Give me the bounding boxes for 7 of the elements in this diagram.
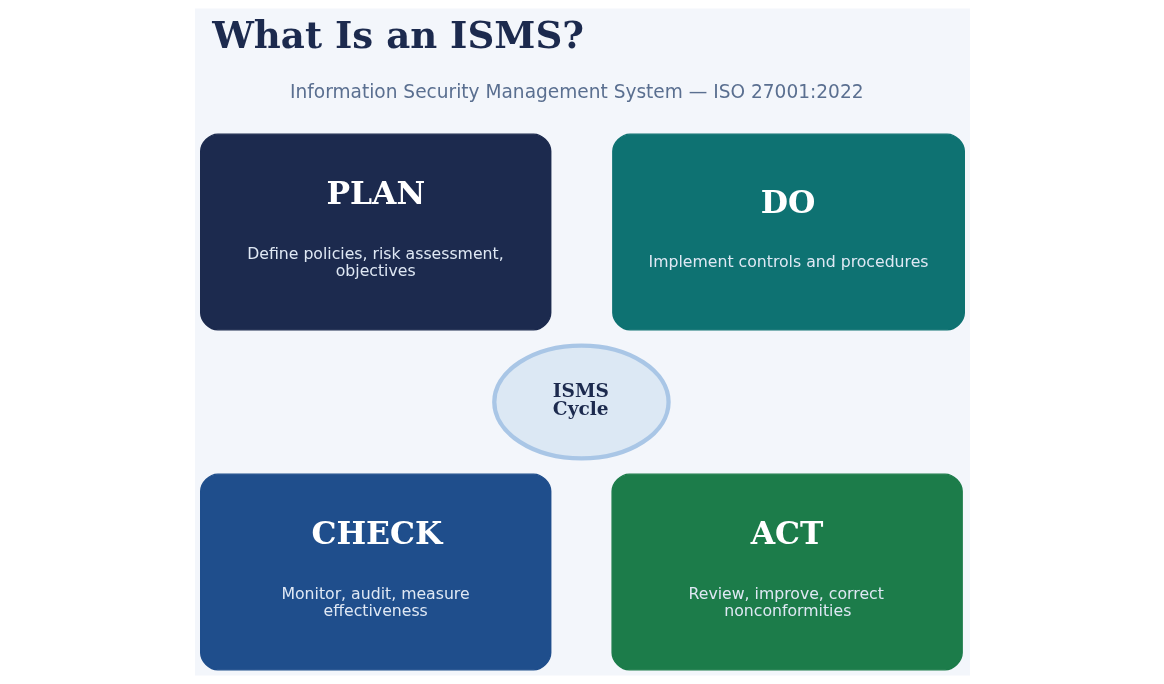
node-box: CHECK Monitor, audit, measure effectiveness — [199, 473, 551, 671]
node-ellipse: ISMS Cycle — [491, 343, 671, 461]
node-box: ACT Review, improve, correct nonconformities — [610, 473, 963, 671]
label: Information Security Management System — ISO 27001:2022 — [289, 80, 864, 102]
diagram-title: What Is an ISMS? — [211, 13, 584, 58]
node-box: DO Implement controls and procedures — [611, 133, 965, 331]
node-box: PLAN Define policies, risk assessment, objectives — [199, 133, 551, 331]
